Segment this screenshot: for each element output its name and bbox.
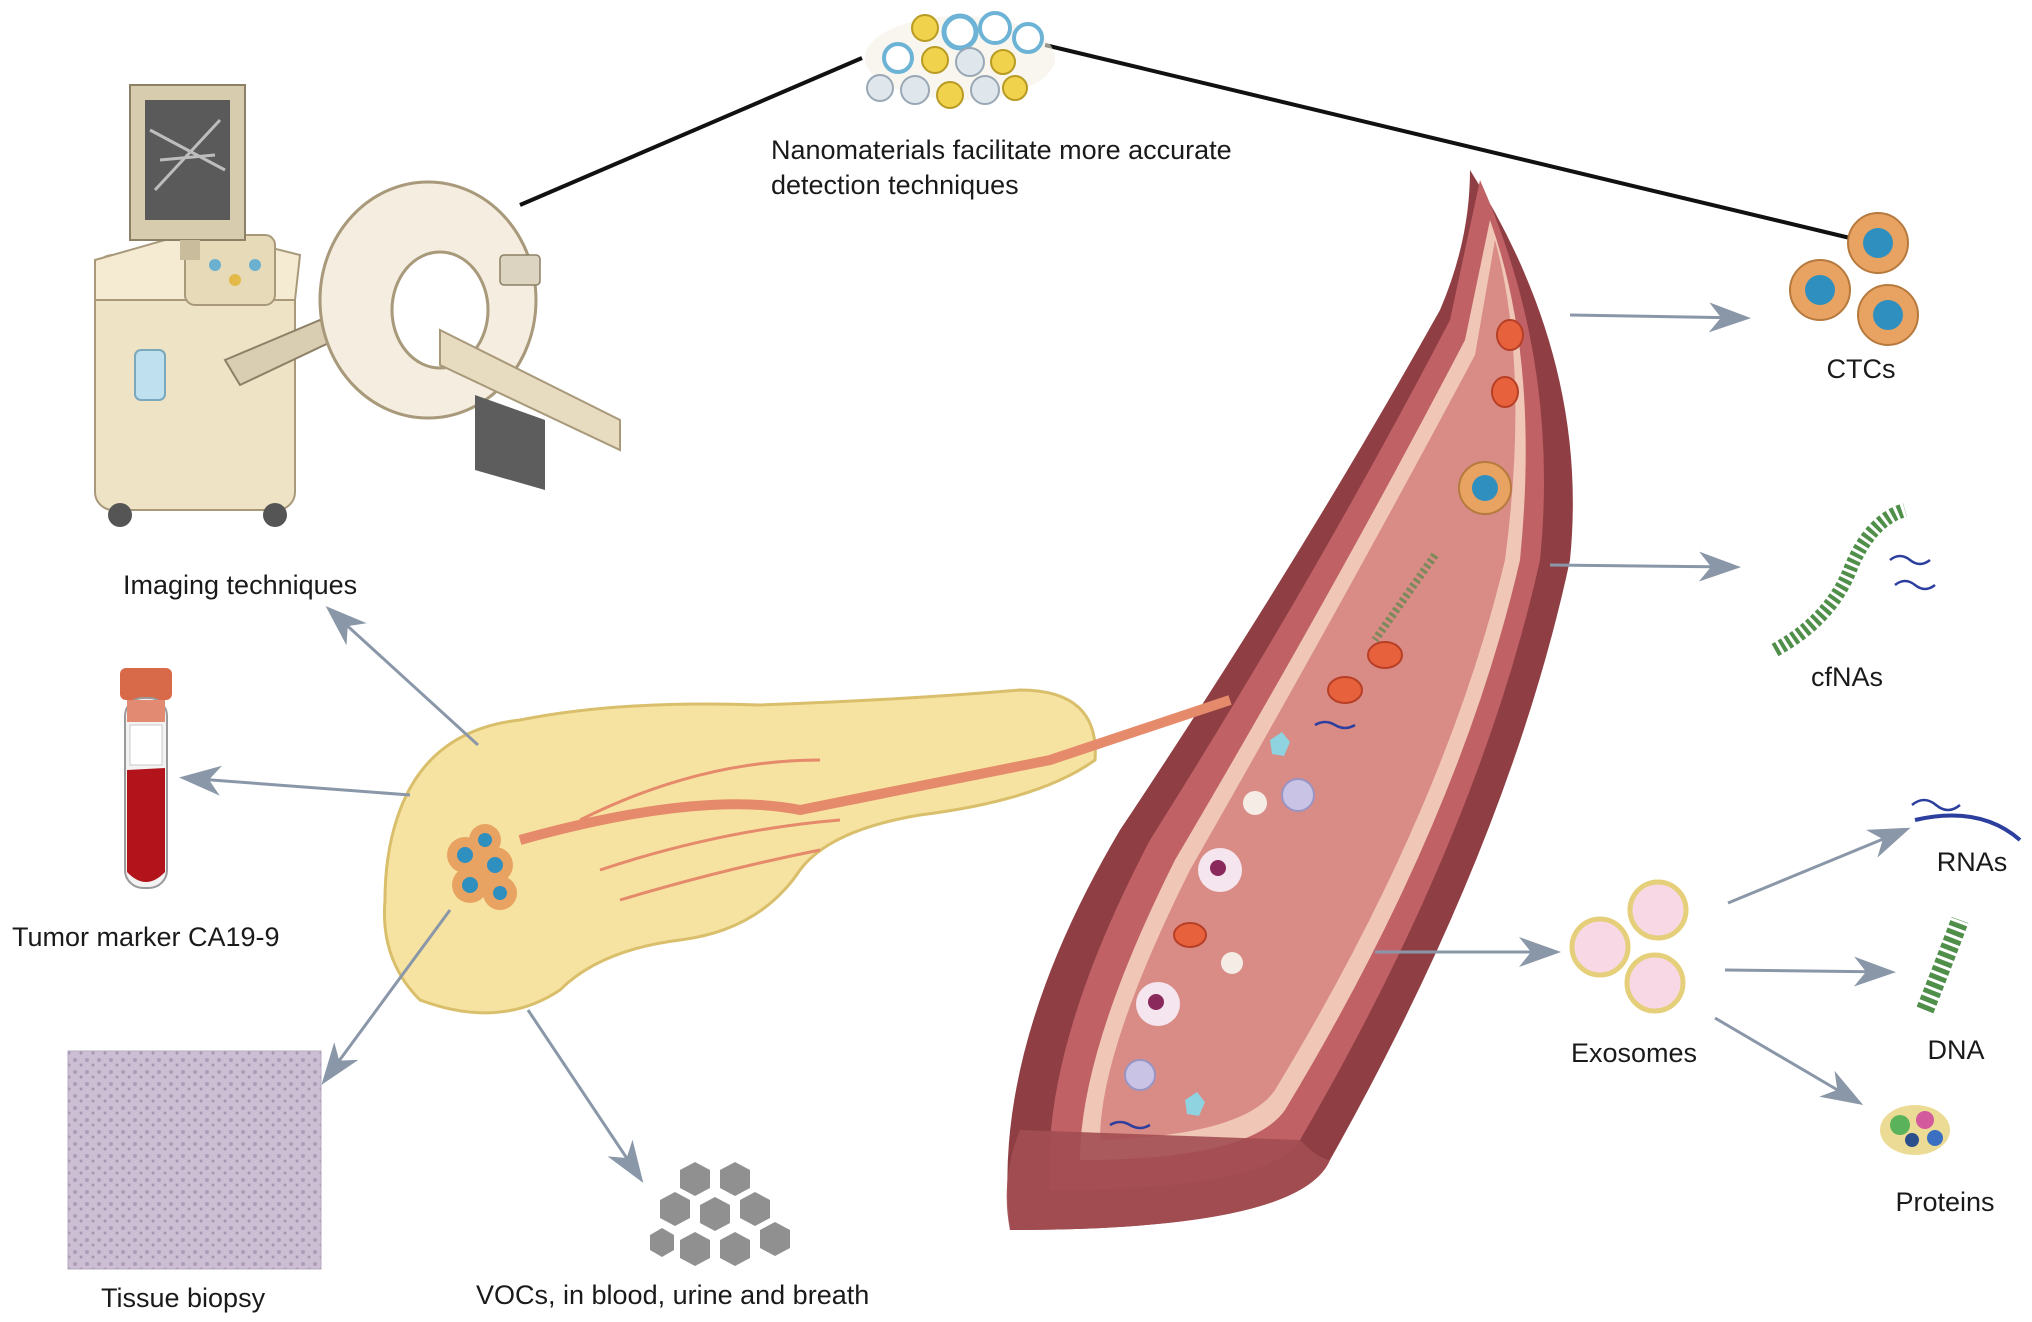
arrow-to-rnas [1727,827,1911,905]
cfnas-label: cfNAs [1810,662,1884,692]
arrow-to-cfnas [1549,551,1741,582]
nanomaterials-label-line2: detection techniques [771,170,1019,200]
mri-scanner-icon [94,84,621,527]
arrow-to-vocs [526,1009,644,1183]
nanomaterials-label-line1: Nanomaterials facilitate more accurate [771,135,1232,165]
imaging-label: Imaging techniques [123,570,358,600]
voc-hexagons-icon [650,1162,790,1266]
pancreas-icon [382,688,1232,1015]
blood-tube-icon [120,668,172,889]
protein-icon [1880,1105,1950,1155]
exosomes-label: Exosomes [1570,1038,1698,1068]
tumor-cluster-icon [447,824,517,910]
ctc-cells-icon [1789,212,1919,346]
ctcs-label: CTCs [1826,354,1896,384]
rnas-label: RNAs [1936,847,2008,877]
cfna-helix-icon [1771,503,1936,657]
nanoparticles-icon [865,11,1055,109]
arrow-to-proteins [1714,1016,1864,1106]
arrow-to-tumor-marker [179,765,411,797]
vessel-cells [1109,319,1524,1130]
pancreas-arrows [179,605,644,1183]
tissue-biopsy-image [67,1050,322,1270]
arrow-to-ctcs [1569,302,1751,333]
rna-strand-icon [1911,798,2022,842]
vocs-label: VOCs, in blood, urine and breath [476,1280,870,1310]
tumor-marker-label: Tumor marker CA19-9 [12,922,280,952]
dna-helix-icon [1916,916,1969,1014]
nano-to-imaging-line [519,56,863,207]
dna-label: DNA [1927,1035,1985,1065]
vessel-arrows [1375,302,1911,1106]
blood-vessel-icon [1006,170,1573,1230]
proteins-label: Proteins [1895,1187,1995,1217]
arrow-to-dna [1724,956,1896,987]
exosome-icon [1569,879,1689,1014]
arrow-to-biopsy [321,909,452,1085]
arrow-to-imaging [325,605,480,747]
nano-to-ctc-line [1044,43,1851,240]
tissue-biopsy-label: Tissue biopsy [101,1283,266,1313]
